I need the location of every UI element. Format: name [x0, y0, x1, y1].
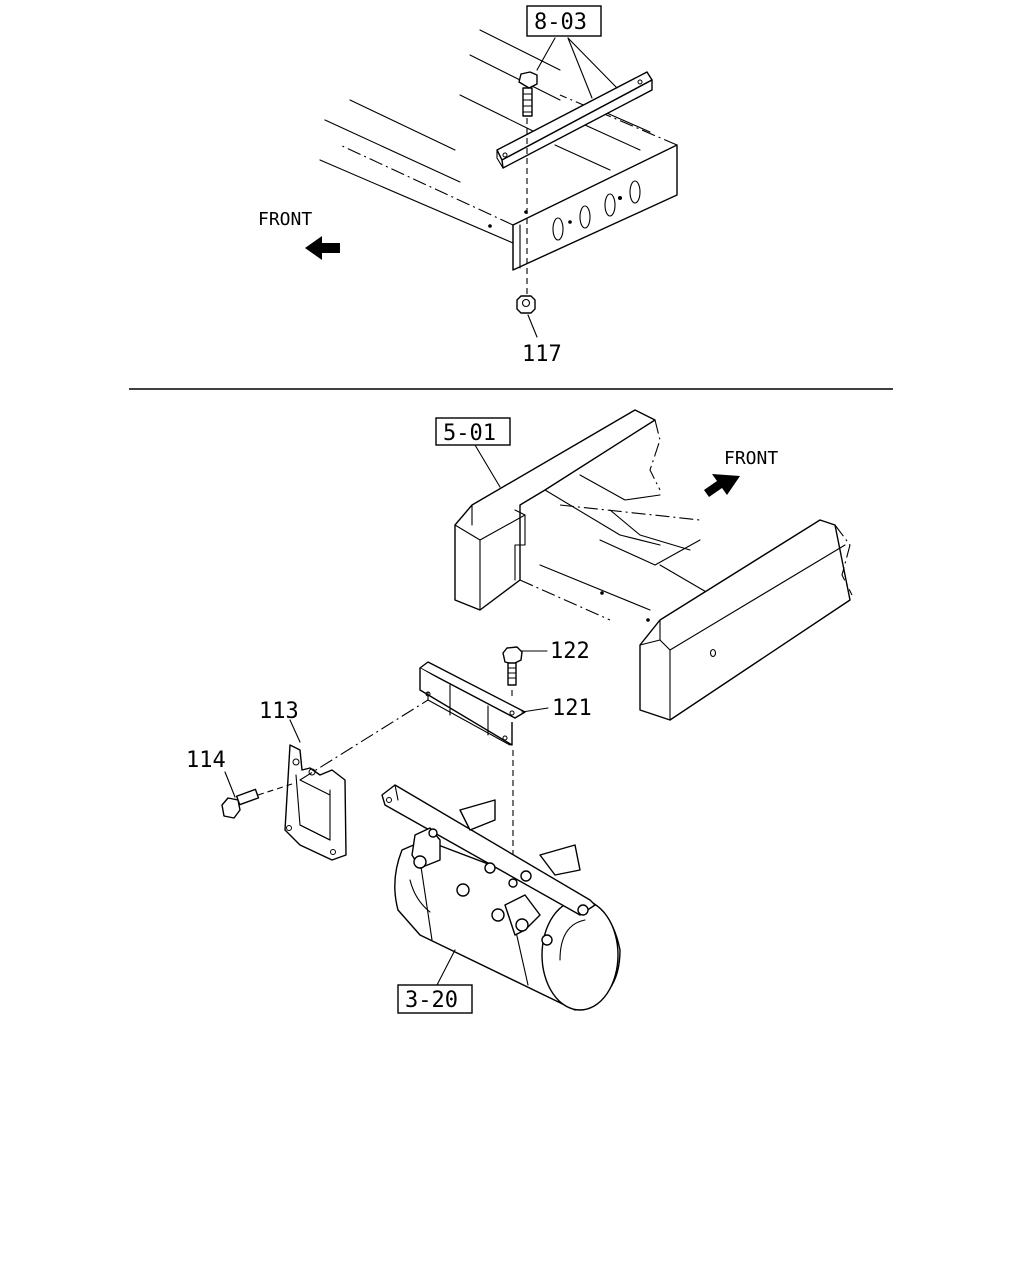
top-nut-117 [516, 295, 538, 338]
chassis-frame [454, 409, 853, 721]
bolt-114 [221, 783, 293, 819]
part-121-label: 121 [552, 696, 592, 721]
bolt-122 [502, 646, 523, 880]
top-ref-box [526, 5, 602, 37]
top-angle-bracket [496, 71, 653, 169]
bottom-front-arrow-icon [704, 474, 740, 497]
top-bolt [518, 71, 538, 300]
top-frame-assembly [319, 29, 678, 271]
tank-ref-label: 3-20 [405, 988, 458, 1013]
part-122-label: 122 [550, 639, 590, 664]
part-114-label: 114 [186, 748, 226, 773]
tank-ref-box [397, 984, 473, 1014]
bottom-front-label: FRONT [724, 448, 778, 469]
part-117-label: 117 [522, 342, 562, 367]
frame-ref-box [435, 417, 511, 446]
fuel-tank [381, 784, 621, 1011]
top-front-arrow-icon [305, 236, 340, 260]
part-113-label: 113 [259, 699, 299, 724]
top-ref-label: 8-03 [534, 10, 587, 35]
top-front-label: FRONT [258, 209, 312, 230]
bracket-113 [284, 699, 429, 861]
frame-ref-label: 5-01 [443, 421, 496, 446]
